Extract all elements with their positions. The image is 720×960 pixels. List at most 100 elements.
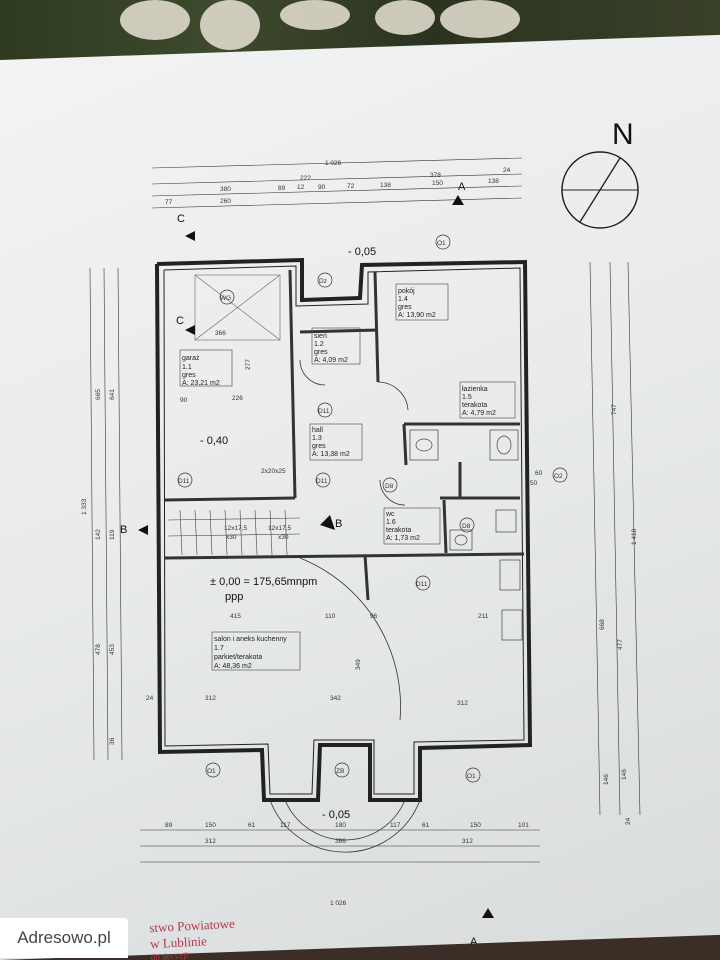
- dim-top: 12: [297, 184, 305, 191]
- dim-inner: 90: [180, 397, 188, 404]
- dim-right: 24: [625, 817, 632, 825]
- dim-left: 142: [95, 529, 102, 540]
- dim-top: 138: [380, 182, 391, 189]
- room-area: A: 48,36 m2: [214, 663, 252, 670]
- room-floor: gres: [314, 349, 328, 356]
- level-mark-main: ± 0,00 = 175,65mnpm: [210, 576, 317, 588]
- section-mark-a-bottom: A: [470, 936, 478, 948]
- dim-bottom: 89: [165, 822, 173, 829]
- room-number: 1.3: [312, 435, 322, 442]
- dim-inner: 110: [325, 613, 336, 620]
- dim-bottom: 180: [335, 822, 346, 829]
- dim-left: 641: [109, 389, 116, 400]
- room-floor: gres: [182, 372, 196, 379]
- lace-decoration: [200, 0, 260, 50]
- section-mark-c-mid: C: [176, 315, 184, 327]
- dimension-lines: [89, 157, 641, 863]
- dim-right: 50: [530, 480, 538, 487]
- lace-decoration: [375, 0, 435, 35]
- dim-left: 1 333: [81, 498, 88, 515]
- dim-top: 260: [220, 198, 231, 205]
- room-area: A: 4,09 m2: [314, 357, 348, 364]
- room-area: A: 13,90 m2: [398, 312, 436, 319]
- room-vestibule: sień 1.2 gres A: 4,09 m2: [311, 327, 361, 365]
- bathroom-fixtures: [409, 429, 523, 641]
- section-mark-b-left: B: [120, 524, 127, 536]
- door-tag: D11: [318, 408, 330, 415]
- room-wc: wc 1.6 terakota A: 1,73 m2: [383, 507, 441, 545]
- level-mark-top: - 0,05: [348, 246, 376, 258]
- section-mark-b-right: B: [335, 518, 342, 530]
- door-tag: Dz: [319, 278, 327, 285]
- stairs-left-label: 12x17,5: [224, 525, 248, 532]
- dim-right: 668: [599, 619, 606, 630]
- watermark-text: Adresowo.pl: [17, 928, 111, 947]
- dim-top: 77: [165, 199, 173, 206]
- official-stamp: stwo Powiatowe w Lublinie do decyzji: [149, 916, 237, 960]
- lace-decoration: [120, 0, 190, 40]
- stairs-column-label: 2x20x25: [261, 468, 286, 475]
- room-name: hall: [312, 427, 323, 434]
- outer-walls: [155, 257, 533, 802]
- room-floor: parkiet/terakota: [214, 654, 262, 661]
- door-tag: O1: [467, 773, 476, 780]
- dim-left: 665: [95, 389, 102, 400]
- dim-bottom: 61: [248, 822, 256, 829]
- dim-right: 1 418: [631, 528, 638, 545]
- door-tag: O1: [207, 768, 216, 775]
- dim-inner: 342: [330, 695, 341, 702]
- dim-top: 89: [278, 185, 286, 192]
- dim-left: 24: [146, 695, 154, 702]
- room-floor: gres: [398, 304, 412, 311]
- lace-decoration: [280, 0, 350, 30]
- dim-bottom: 117: [280, 822, 291, 829]
- room-number: 1.6: [386, 519, 396, 526]
- room-hall: hall 1.3 gres A: 13,38 m2: [309, 423, 363, 461]
- room-number: 1.5: [462, 394, 472, 401]
- dim-bottom: 117: [390, 822, 401, 829]
- dim-top: 138: [488, 178, 499, 185]
- dim-top: 378: [430, 172, 441, 179]
- dim-top: 24: [503, 167, 511, 174]
- room-number: 1.1: [182, 364, 192, 371]
- room-number: 1.4: [398, 296, 408, 303]
- north-compass: N: [561, 118, 639, 229]
- dim-left: 119: [109, 529, 116, 540]
- watermark-logo[interactable]: Adresowo.pl: [0, 918, 128, 958]
- dim-inner: 277: [245, 359, 252, 370]
- stairs: [167, 509, 301, 556]
- interior-walls: [164, 269, 525, 601]
- section-markers: [138, 195, 494, 918]
- dim-right: 477: [617, 639, 624, 650]
- dim-left: 36: [109, 737, 116, 745]
- dim-bottom: 312: [462, 838, 473, 845]
- dim-bottom: 101: [518, 822, 529, 829]
- dim-inner: 312: [457, 700, 468, 707]
- door-tag: D11: [316, 478, 328, 485]
- room-floor: gres: [312, 443, 326, 450]
- stairs-right-sub: x30: [278, 534, 289, 541]
- dim-inner: 349: [355, 659, 362, 670]
- stairs-right-label: 12x17,5: [268, 525, 292, 532]
- dim-inner: 211: [478, 613, 489, 620]
- dim-left: 453: [109, 644, 116, 655]
- dim-bottom: 312: [205, 838, 216, 845]
- dim-inner: 415: [230, 613, 241, 620]
- room-bedroom: pokój 1.4 gres A: 13,90 m2: [395, 283, 449, 321]
- room-garage: garaż 1.1 gres A: 23,21 m2: [179, 349, 233, 387]
- dim-bottom: 366: [335, 838, 346, 845]
- level-mark-garage: - 0,40: [200, 435, 228, 447]
- room-name: pokój: [398, 288, 415, 295]
- door-tag: D8: [385, 483, 394, 490]
- room-area: A: 1,73 m2: [386, 535, 420, 542]
- room-area: A: 23,21 m2: [182, 380, 220, 387]
- door-tag: D8: [462, 523, 471, 530]
- room-area: A: 13,38 m2: [312, 451, 350, 458]
- dim-inner: 366: [215, 330, 226, 337]
- dim-right: 146: [603, 774, 610, 785]
- section-mark-c-top: C: [177, 213, 185, 225]
- room-name: łazienka: [462, 386, 488, 393]
- room-name: salon i aneks kuchenny: [214, 636, 287, 643]
- dim-right: 60: [535, 470, 543, 477]
